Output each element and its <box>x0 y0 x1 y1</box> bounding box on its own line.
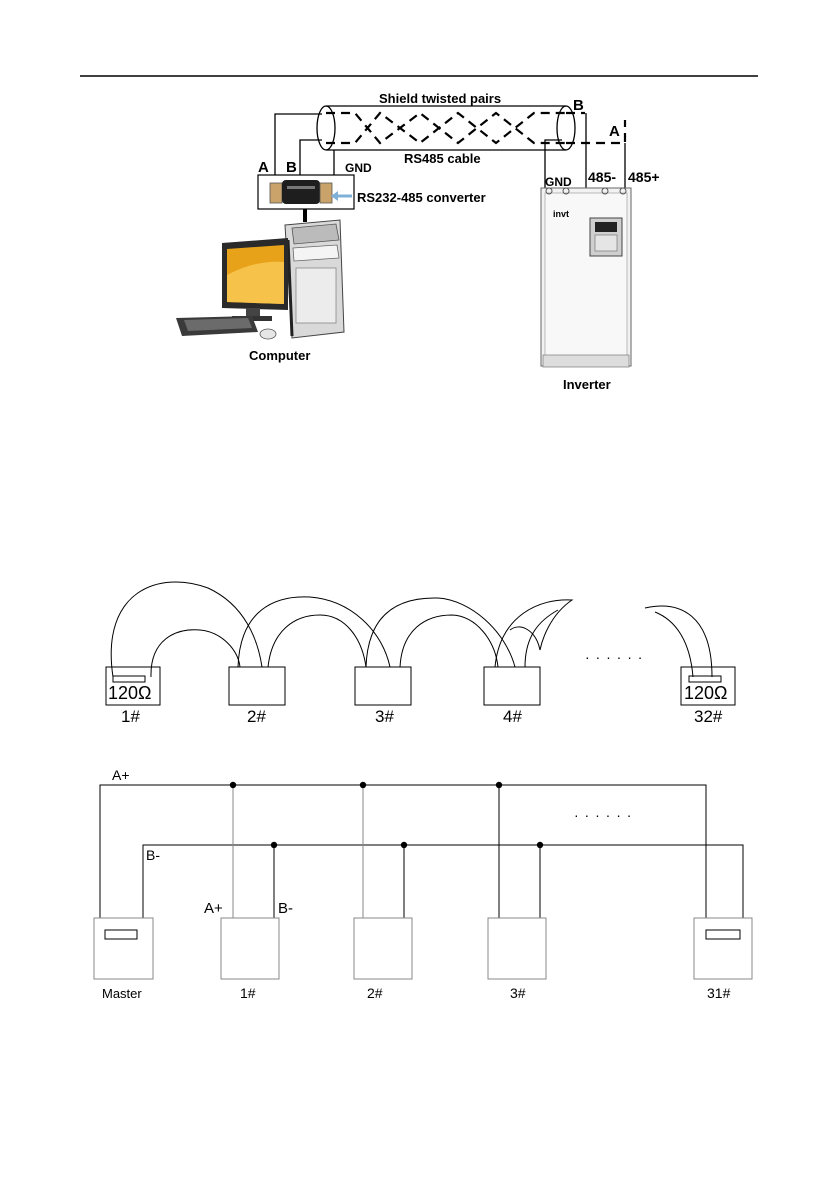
cable-title: Shield twisted pairs <box>379 91 501 106</box>
cable-a-label: A <box>609 123 620 140</box>
chain-node-box-4 <box>484 667 540 705</box>
junction-dot <box>230 782 236 788</box>
inverter-label: Inverter <box>563 377 611 392</box>
chain-node-box-3 <box>355 667 411 705</box>
bus-node-label: 2# <box>367 985 383 1001</box>
resistor-symbol-1 <box>113 676 145 682</box>
inverter-brand: invt <box>553 209 569 219</box>
junction-dot <box>401 842 407 848</box>
inverter-485p-label: 485+ <box>628 169 660 185</box>
chain-node-label: 1# <box>121 707 140 726</box>
figure-daisy-chain: · · · · · · 120Ω 120Ω 1# 2# 3# 4# 32# <box>106 582 735 726</box>
junction-dot <box>271 842 277 848</box>
bus-resistor-master <box>105 930 137 939</box>
chain-node-box-2 <box>229 667 285 705</box>
resistor-label-32: 120Ω <box>684 683 728 703</box>
chain-node-label: 3# <box>375 707 394 726</box>
chain-ellipsis: · · · · · · <box>585 649 643 665</box>
bus-a-label: A+ <box>112 767 130 783</box>
converter-gnd-label: GND <box>345 161 372 175</box>
chain-wire-outer-32 <box>645 606 712 677</box>
wire-a-converter <box>275 114 322 175</box>
tap-a-label: A+ <box>204 900 223 917</box>
bus-node-label: 1# <box>240 985 256 1001</box>
converter-a-label: A <box>258 159 269 176</box>
figure-bus-topology: A+ B- A+ B- · · · · · · Master 1# 2# 3# … <box>94 767 752 1001</box>
bus-resistor-31 <box>706 930 740 939</box>
chain-node-label: 32# <box>694 707 723 726</box>
bus-b-label: B- <box>146 847 160 863</box>
junction-dot <box>360 782 366 788</box>
bus-node-label: 31# <box>707 985 731 1001</box>
computer-illustration <box>176 220 344 339</box>
computer-label: Computer <box>249 348 310 363</box>
converter-label: RS232-485 converter <box>357 190 486 205</box>
bus-node-label: Master <box>102 986 142 1001</box>
junction-dot <box>537 842 543 848</box>
bus-node-box-3 <box>488 918 546 979</box>
resistor-symbol-32 <box>689 676 721 682</box>
bus-ellipsis: · · · · · · <box>574 807 632 823</box>
chain-wire-outer-4 <box>495 600 572 667</box>
inverter-gnd-label: GND <box>545 175 572 189</box>
resistor-label-1: 120Ω <box>108 683 152 703</box>
chain-node-label: 2# <box>247 707 266 726</box>
cable-name: RS485 cable <box>404 151 481 166</box>
figure-rs485-connection: invt Shield twisted pairs B A RS485 cabl… <box>176 91 660 392</box>
bus-node-label: 3# <box>510 985 526 1001</box>
bus-node-box-31 <box>694 918 752 979</box>
chain-node-label: 4# <box>503 707 522 726</box>
wire-b-converter <box>300 140 322 175</box>
inverter-illustration: invt <box>541 188 631 367</box>
inverter-485m-label: 485- <box>588 169 616 185</box>
chain-wire-inner-3 <box>400 615 498 667</box>
cable-b-label: B <box>573 97 584 114</box>
chain-wire-inner-1 <box>151 630 240 677</box>
bus-node-box-2 <box>354 918 412 979</box>
bus-line-a <box>100 785 706 918</box>
bus-node-box-master <box>94 918 153 979</box>
converter-b-label: B <box>286 159 297 176</box>
tap-b-label: B- <box>278 900 293 917</box>
chain-wire-inner-2 <box>268 615 366 667</box>
junction-dot <box>496 782 502 788</box>
bus-node-box-1 <box>221 918 279 979</box>
rs232-485-converter <box>258 175 354 209</box>
chain-wire-outer-3 <box>366 598 515 667</box>
